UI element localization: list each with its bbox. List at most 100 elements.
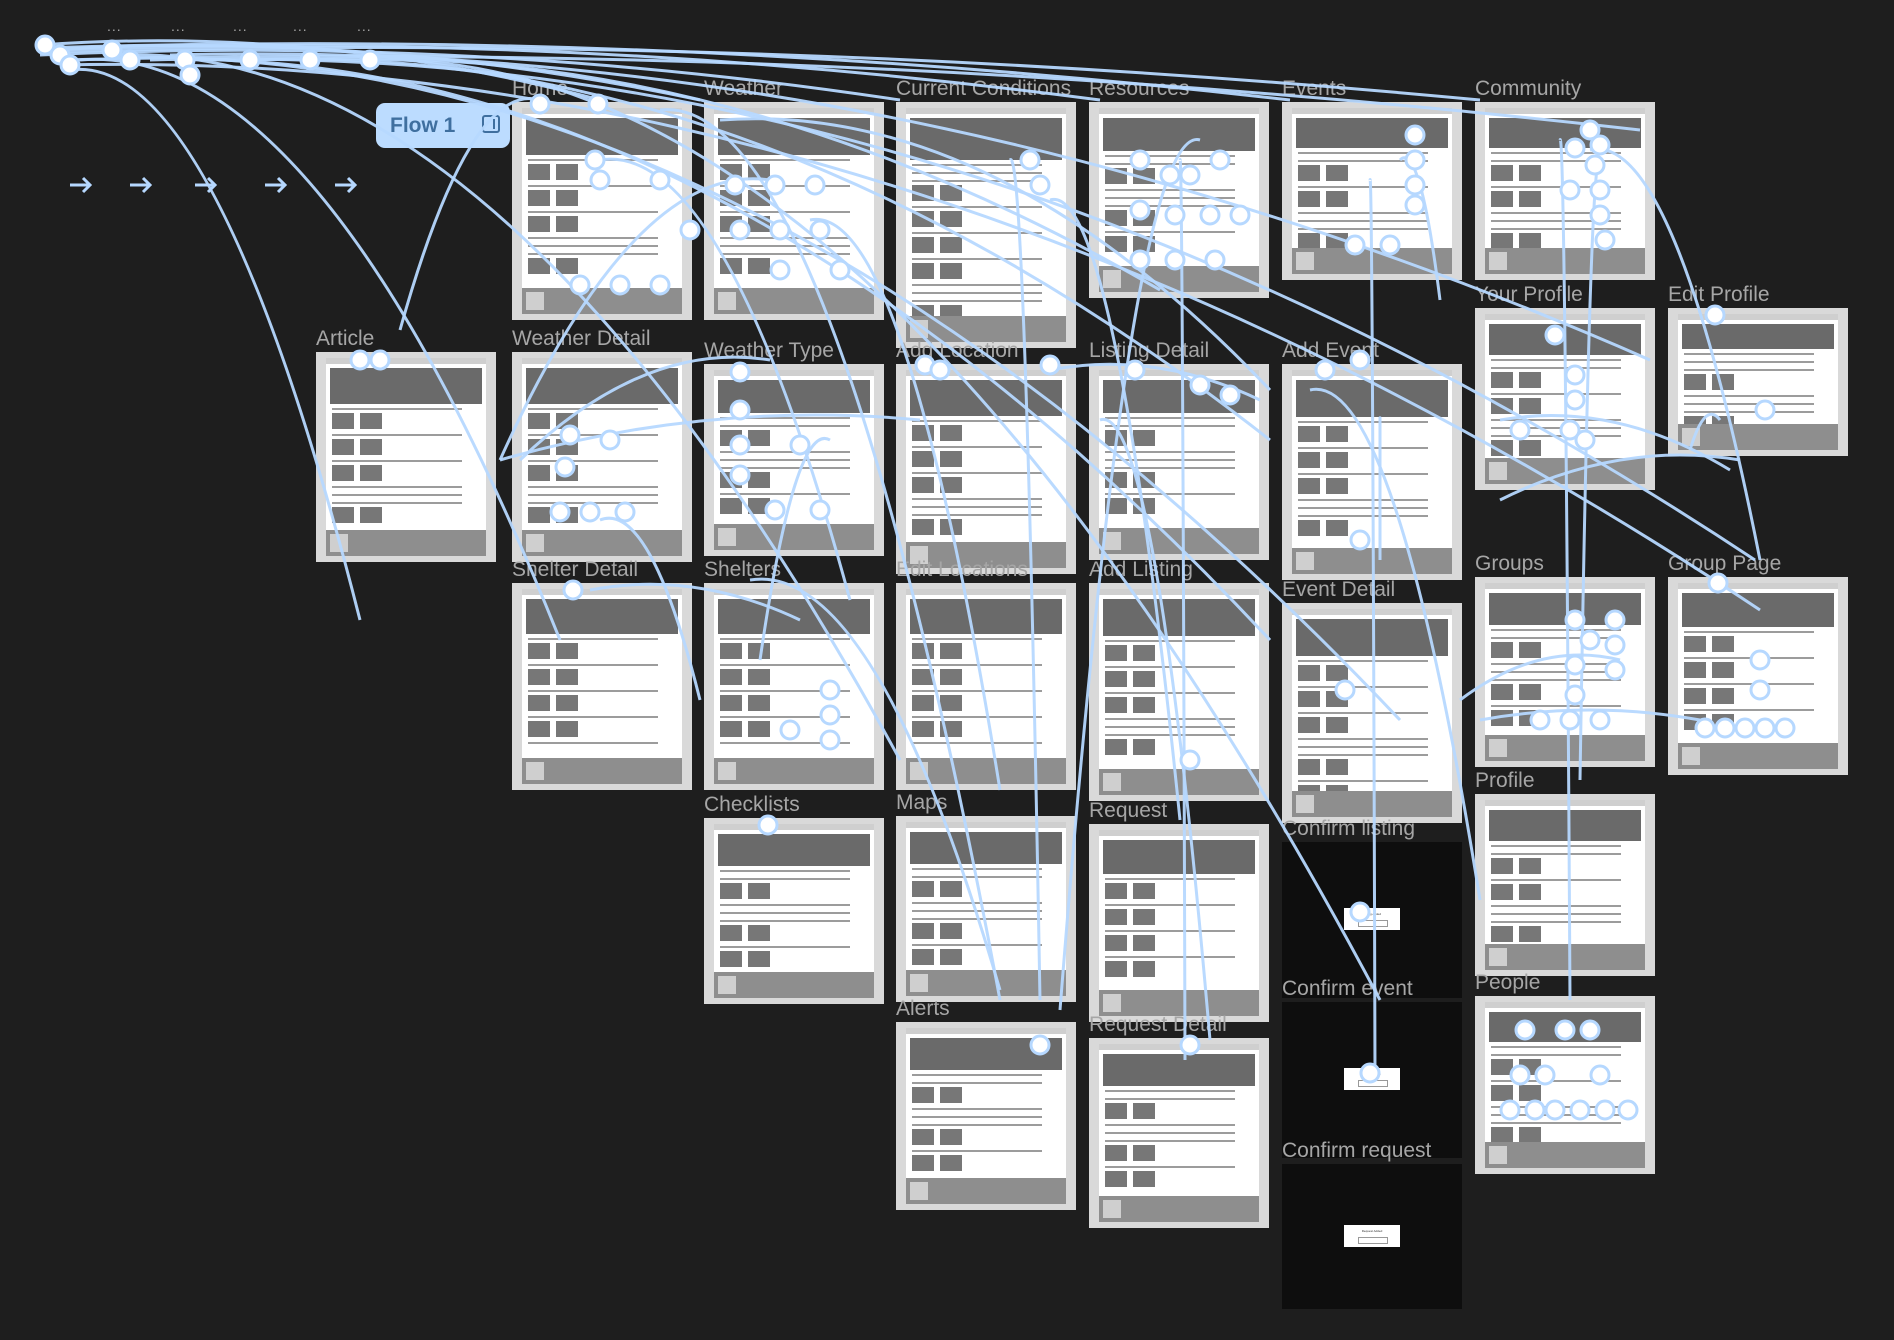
connection-hotspot[interactable] <box>779 719 801 741</box>
frame-current-conditions[interactable] <box>896 102 1076 348</box>
frame-weather-type[interactable] <box>704 364 884 556</box>
connection-hotspot[interactable] <box>609 274 631 296</box>
connection-hotspot[interactable] <box>1754 717 1776 739</box>
frame-title-confirm-event[interactable]: Confirm event <box>1282 977 1413 1000</box>
prototype-connection[interactable] <box>659 108 1002 1001</box>
connection-hotspot[interactable] <box>809 219 831 241</box>
connection-hotspot[interactable] <box>529 93 551 115</box>
connection-hotspot[interactable] <box>1029 1034 1051 1056</box>
connection-hotspot[interactable] <box>1569 1099 1591 1121</box>
connection-hotspot[interactable] <box>1579 119 1601 141</box>
connection-hotspot[interactable] <box>1589 179 1611 201</box>
connection-hotspot[interactable] <box>729 219 751 241</box>
connection-hotspot[interactable] <box>101 39 123 61</box>
connection-hotspot[interactable] <box>1349 349 1371 371</box>
connection-hotspot[interactable] <box>1749 679 1771 701</box>
frame-options-icon[interactable]: ... <box>293 18 308 34</box>
connection-hotspot[interactable] <box>1544 324 1566 346</box>
connection-hotspot[interactable] <box>1379 234 1401 256</box>
frame-options-icon[interactable]: ... <box>233 18 248 34</box>
frame-event-detail[interactable] <box>1282 603 1462 823</box>
connection-hotspot[interactable] <box>1604 609 1626 631</box>
connection-hotspot[interactable] <box>359 49 381 71</box>
prototype-connection[interactable] <box>169 52 1651 362</box>
frame-title-people[interactable]: People <box>1475 971 1541 994</box>
connection-hotspot[interactable] <box>679 219 701 241</box>
prototype-connection[interactable] <box>1589 147 1762 561</box>
connection-hotspot[interactable] <box>649 274 671 296</box>
prototype-connection[interactable] <box>1058 138 1201 1011</box>
frame-title-add-listing[interactable]: Add Listing <box>1089 558 1193 581</box>
connection-hotspot[interactable] <box>1707 572 1729 594</box>
prototype-connection[interactable] <box>79 57 562 641</box>
connection-hotspot[interactable] <box>1514 1019 1536 1041</box>
connection-hotspot[interactable] <box>1554 1019 1576 1041</box>
connection-hotspot[interactable] <box>1714 717 1736 739</box>
connection-hotspot[interactable] <box>1589 709 1611 731</box>
connection-hotspot[interactable] <box>1179 164 1201 186</box>
flow-start-badge[interactable]: Flow 1 <box>376 103 510 148</box>
connection-hotspot[interactable] <box>1219 384 1241 406</box>
connection-hotspot[interactable] <box>1544 1099 1566 1121</box>
prototype-connection[interactable] <box>398 97 541 331</box>
connection-hotspot[interactable] <box>1314 359 1336 381</box>
frame-edit-locations[interactable] <box>896 583 1076 790</box>
connection-hotspot[interactable] <box>1564 654 1586 676</box>
frame-title-event-detail[interactable]: Event Detail <box>1282 578 1396 601</box>
prototype-connection[interactable] <box>249 57 1271 442</box>
connection-hotspot[interactable] <box>369 349 391 371</box>
connection-hotspot[interactable] <box>1774 717 1796 739</box>
connection-hotspot[interactable] <box>1509 1064 1531 1086</box>
prototype-connection[interactable] <box>69 67 362 621</box>
connection-hotspot[interactable] <box>1404 124 1426 146</box>
connection-hotspot[interactable] <box>549 501 571 523</box>
prototype-connection[interactable] <box>599 516 702 701</box>
frame-title-confirm-request[interactable]: Confirm request <box>1282 1139 1432 1162</box>
connection-hotspot[interactable] <box>569 274 591 296</box>
frame-title-groups[interactable]: Groups <box>1475 552 1544 575</box>
connection-hotspot[interactable] <box>1189 374 1211 396</box>
prototype-connection[interactable] <box>1309 387 1482 901</box>
prototype-connection[interactable] <box>1008 158 1042 1001</box>
frame-options-icon[interactable]: ... <box>357 18 372 34</box>
connection-hotspot[interactable] <box>59 54 81 76</box>
frame-shelter-detail[interactable] <box>512 583 692 790</box>
connection-hotspot[interactable] <box>1344 234 1366 256</box>
frame-title-profile[interactable]: Profile <box>1475 769 1535 792</box>
connection-hotspot[interactable] <box>1564 364 1586 386</box>
connection-hotspot[interactable] <box>1209 149 1231 171</box>
connection-hotspot[interactable] <box>764 174 786 196</box>
connection-hotspot[interactable] <box>789 434 811 456</box>
frame-request-detail[interactable] <box>1089 1038 1269 1228</box>
connection-hotspot[interactable] <box>1604 659 1626 681</box>
prototype-connection[interactable] <box>1368 178 1377 1076</box>
frame-title-article[interactable]: Article <box>316 327 375 350</box>
connection-hotspot[interactable] <box>1564 609 1586 631</box>
connection-hotspot[interactable] <box>1604 634 1626 656</box>
prototype-connection[interactable] <box>1499 453 1741 502</box>
connection-hotspot[interactable] <box>349 349 371 371</box>
frame-profile[interactable] <box>1475 794 1655 976</box>
prototype-connection[interactable] <box>1558 138 1572 1001</box>
connection-hotspot[interactable] <box>829 259 851 281</box>
connection-hotspot[interactable] <box>764 499 786 521</box>
frame-add-listing[interactable] <box>1089 583 1269 801</box>
frame-title-confirm-listing[interactable]: Confirm listing <box>1282 817 1416 840</box>
frame-group-page[interactable] <box>1668 577 1848 775</box>
connection-hotspot[interactable] <box>1019 149 1041 171</box>
connection-hotspot[interactable] <box>1564 389 1586 411</box>
frame-title-checklists[interactable]: Checklists <box>704 793 800 816</box>
connection-hotspot[interactable] <box>769 259 791 281</box>
connection-hotspot[interactable] <box>1179 749 1201 771</box>
connection-hotspot[interactable] <box>1574 429 1596 451</box>
frame-confirm-request[interactable]: Request Added <box>1282 1164 1462 1309</box>
connection-hotspot[interactable] <box>1129 199 1151 221</box>
connection-hotspot[interactable] <box>1164 249 1186 271</box>
connection-hotspot[interactable] <box>1124 359 1146 381</box>
connection-hotspot[interactable] <box>1349 529 1371 551</box>
connection-hotspot[interactable] <box>614 501 636 523</box>
connection-hotspot[interactable] <box>119 49 141 71</box>
connection-hotspot[interactable] <box>1754 399 1776 421</box>
connection-hotspot[interactable] <box>1594 229 1616 251</box>
